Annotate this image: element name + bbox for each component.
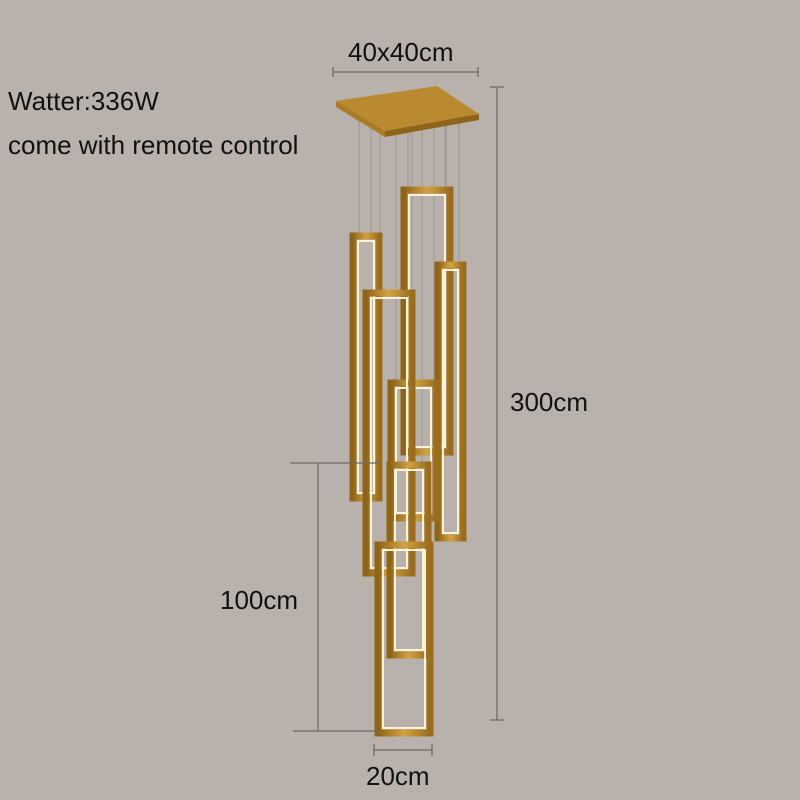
ceiling-canopy <box>336 86 479 137</box>
total-height-label: 300cm <box>510 387 589 417</box>
canopy-dimension-label: 40x40cm <box>348 37 454 67</box>
frame-width-label: 20cm <box>366 761 430 791</box>
light-frames <box>349 186 467 737</box>
wattage-label: Watter:336W <box>8 86 159 116</box>
frame-bottom <box>374 541 434 737</box>
dimension-lines <box>290 67 504 756</box>
drop-height-label: 100cm <box>220 585 299 615</box>
remote-control-label: come with remote control <box>8 130 299 160</box>
